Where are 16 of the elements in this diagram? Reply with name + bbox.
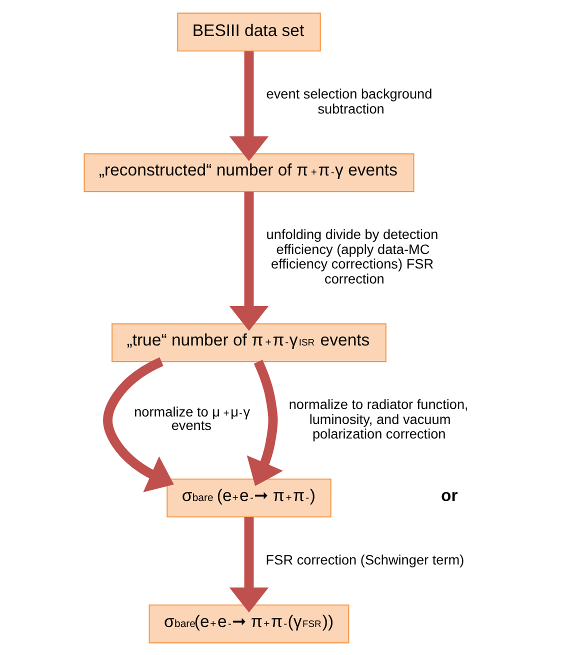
edge-label: unfolding divide by detection efficiency (apply data-MC efficiency corrections) FSR correction (266, 226, 438, 286)
node-box: „reconstructed“ number of π+π-γ events (83, 152, 414, 192)
edge-label: event selection background subtraction (266, 86, 432, 116)
label: or (440, 485, 458, 504)
edge-label: normalize to radiator function, luminosity, and vacuum polarization correction (288, 396, 468, 442)
arrow (102, 356, 174, 492)
node-box: „true“ number of π+π-γISR events (111, 322, 386, 362)
arrow (228, 50, 268, 161)
arrow (228, 516, 268, 612)
node-box: σbare (e+e-➞ π+π-) (166, 478, 331, 517)
arrow (246, 359, 282, 486)
arrow (228, 191, 268, 330)
node-box: σbare(e+e-➞ π+π-(γFSR)) (148, 604, 349, 643)
edge-label: normalize to μ+μ-γ events (134, 404, 250, 433)
edge-label: FSR correction (Schwinger term) (265, 552, 464, 568)
node-box: BESIII data set (176, 12, 320, 51)
